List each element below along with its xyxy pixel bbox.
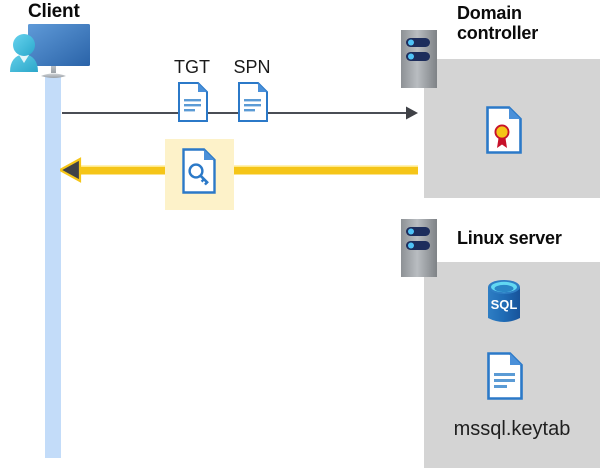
- spn-document-icon: [238, 82, 268, 122]
- response-arrow: [57, 157, 418, 183]
- spn-label: SPN: [233, 57, 271, 77]
- ticket-key-document-icon: [182, 148, 216, 194]
- client-workstation-icon: [8, 22, 100, 84]
- linux-server-icon: [401, 219, 437, 277]
- request-arrow: [62, 104, 418, 122]
- sql-badge-text: SQL: [491, 297, 518, 312]
- keytab-filename-label: mssql.keytab: [453, 418, 571, 440]
- sql-database-icon: SQL: [484, 278, 524, 328]
- tgt-label: TGT: [174, 57, 210, 77]
- domain-controller-server-icon: [401, 30, 437, 88]
- client-lifeline: [45, 76, 61, 458]
- keytab-document-icon: [487, 352, 523, 400]
- certificate-document-icon: [486, 106, 522, 154]
- tgt-document-icon: [178, 82, 208, 122]
- client-title: Client: [28, 1, 80, 22]
- domain-controller-title: Domain controller: [457, 3, 539, 44]
- linux-server-title: Linux server: [457, 228, 562, 248]
